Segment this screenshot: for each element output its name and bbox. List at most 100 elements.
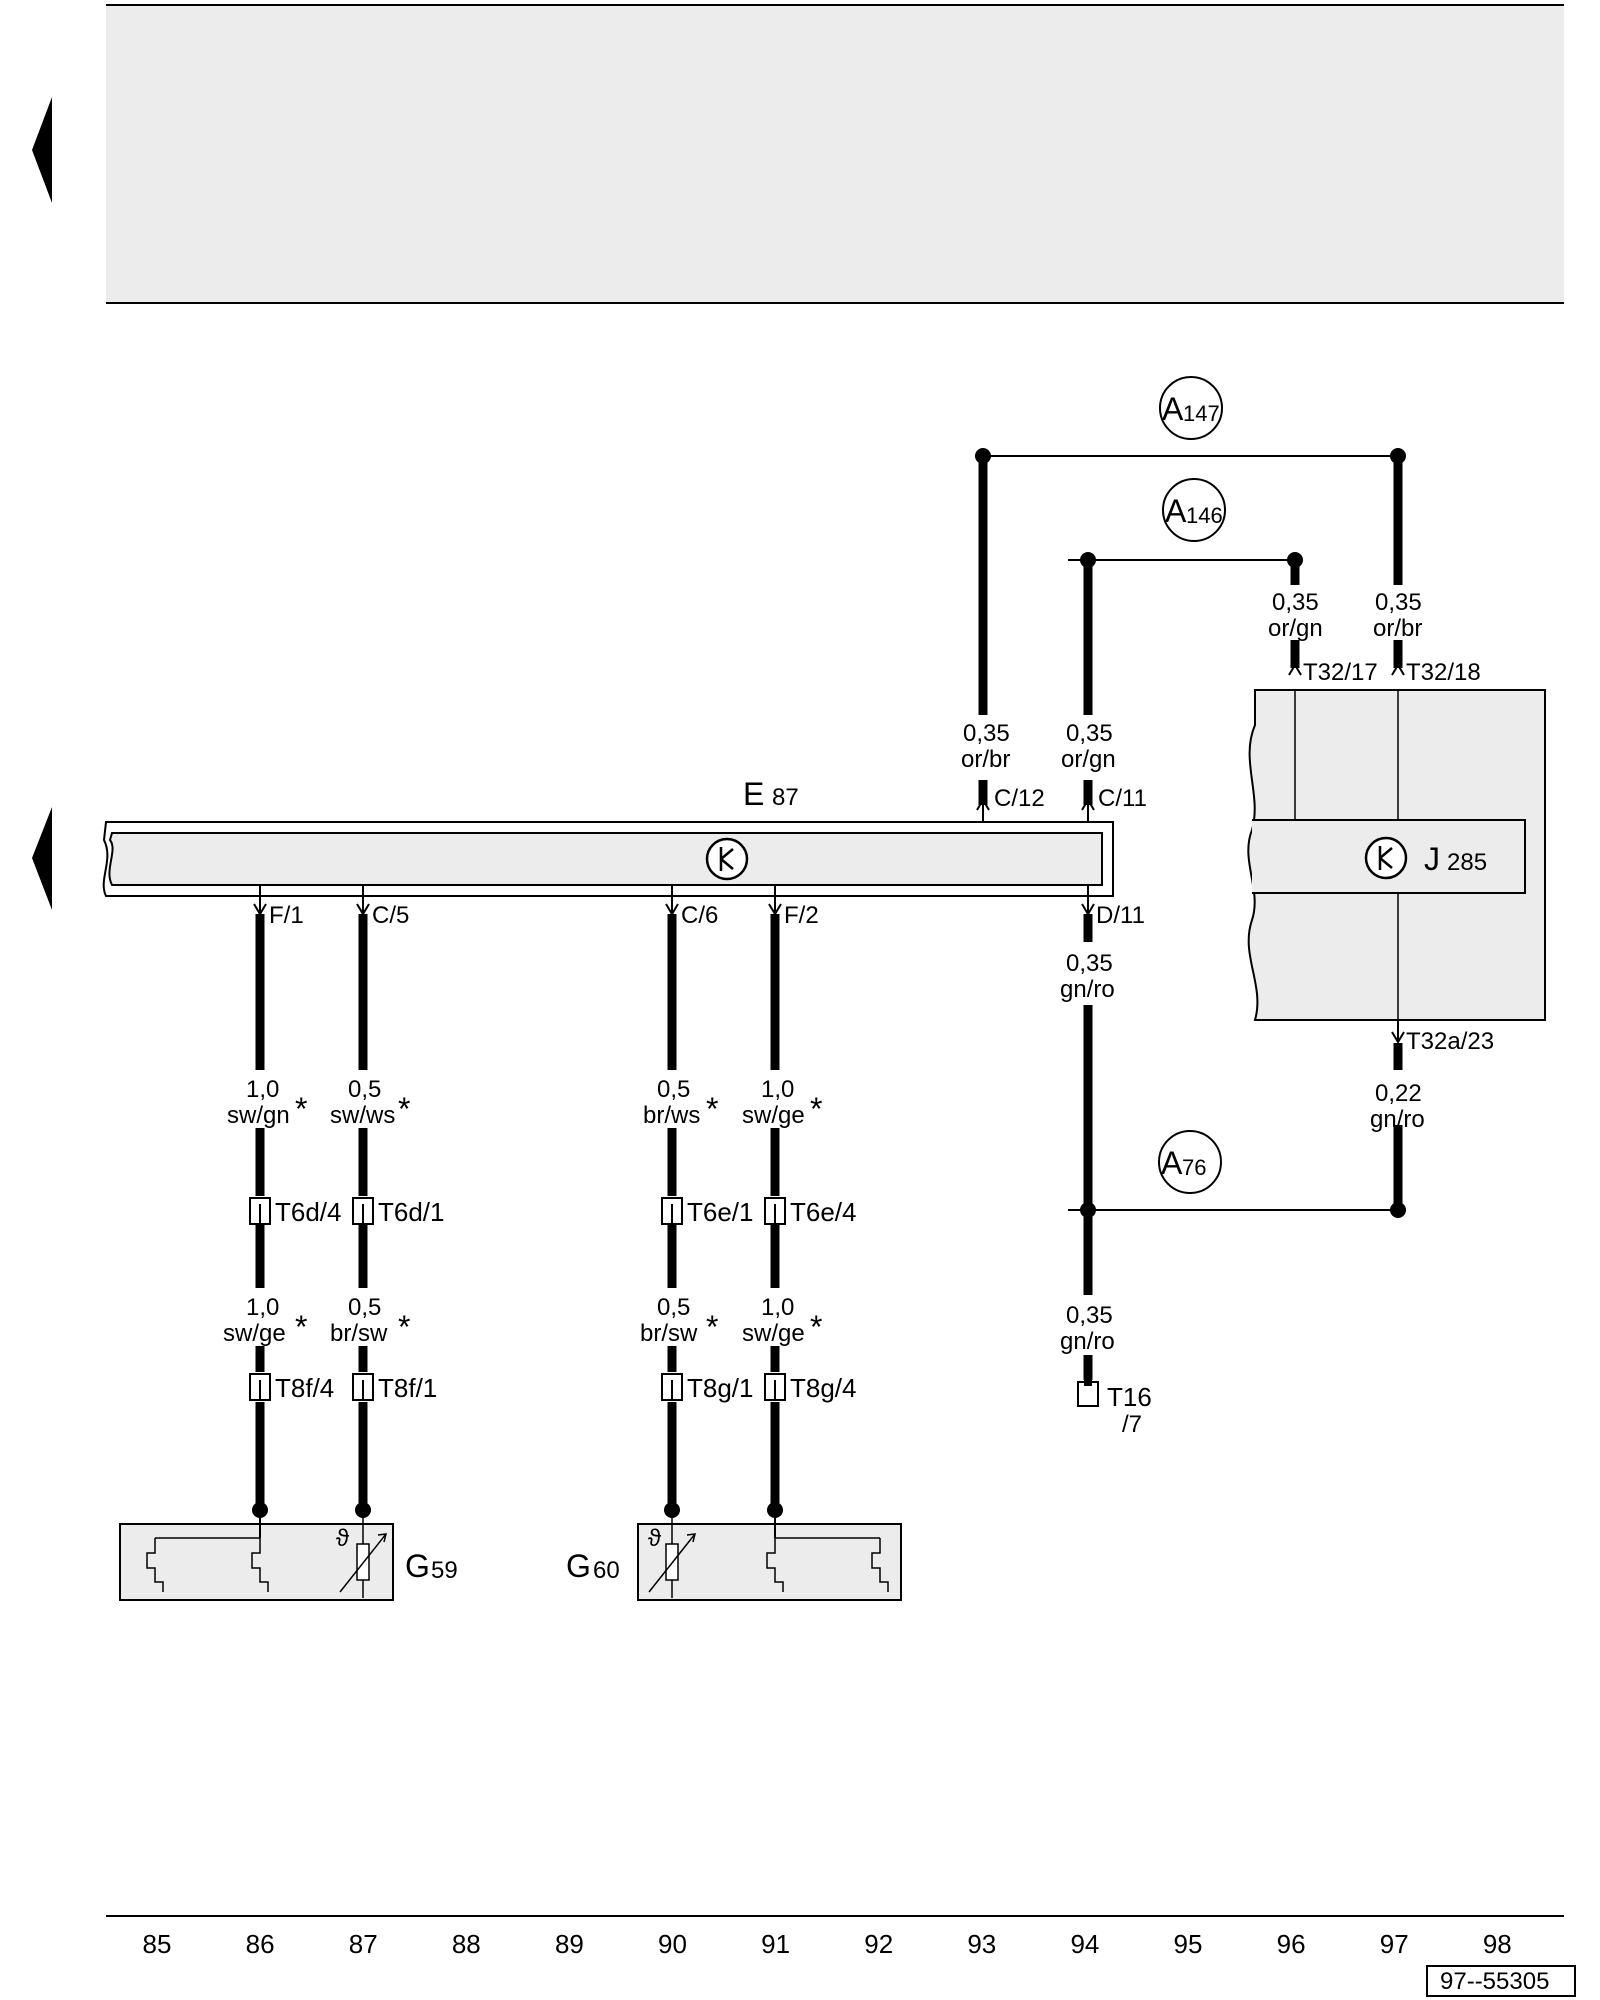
track-number: 87 — [349, 1929, 378, 1959]
track-number: 96 — [1277, 1929, 1306, 1959]
svg-text:T8g/1: T8g/1 — [687, 1373, 754, 1403]
svg-text:D/11: D/11 — [1096, 902, 1145, 929]
pin-t32a-23: T32a/23 — [1391, 1020, 1494, 1055]
svg-text:87: 87 — [772, 784, 799, 811]
connector-t6e4: T6e/4 — [764, 1197, 857, 1227]
svg-text:C/12: C/12 — [994, 785, 1045, 812]
svg-text:0,35: 0,35 — [1066, 950, 1113, 977]
svg-text:0,5: 0,5 — [657, 1076, 690, 1103]
svg-text:or/gn: or/gn — [1061, 746, 1116, 773]
component-e87: E 87 — [102, 776, 1114, 897]
svg-text:G: G — [566, 1548, 591, 1584]
svg-text:60: 60 — [593, 1557, 620, 1584]
svg-text:or/br: or/br — [961, 746, 1010, 773]
pin-d11: D/11 — [1081, 885, 1145, 929]
pin-t32-17: T32/17 — [1288, 659, 1378, 686]
wire-label: 0,22 gn/ro — [1370, 1080, 1425, 1133]
svg-text:T8g/4: T8g/4 — [790, 1373, 857, 1403]
svg-text:0,5: 0,5 — [348, 1294, 381, 1321]
wire-label: 0,5 br/sw * — [640, 1294, 718, 1347]
wire-label: 0,35 or/br — [961, 720, 1010, 773]
svg-text:F/1: F/1 — [269, 902, 304, 929]
pin-c12: C/12 — [976, 785, 1045, 832]
svg-text:br/sw: br/sw — [330, 1320, 388, 1347]
wire-label: 0,35 gn/ro — [1060, 950, 1115, 1003]
track-number: 95 — [1174, 1929, 1203, 1959]
svg-text:*: * — [706, 1091, 718, 1127]
svg-text:146: 146 — [1186, 503, 1223, 528]
svg-text:0,35: 0,35 — [1066, 1302, 1113, 1329]
ground-point-a76: A 76 — [1158, 1130, 1222, 1194]
svg-text:59: 59 — [431, 1557, 458, 1584]
connector-t8g4: T8g/4 — [764, 1373, 857, 1403]
svg-text:gn/ro: gn/ro — [1060, 976, 1115, 1003]
wire-label: 0,5 sw/ws * — [330, 1076, 410, 1129]
svg-text:0,5: 0,5 — [657, 1294, 690, 1321]
connector-t6d4: T6d/4 — [249, 1197, 342, 1227]
svg-text:T6d/1: T6d/1 — [378, 1197, 445, 1227]
svg-text:1,0: 1,0 — [246, 1076, 279, 1103]
wire-label: 0,35 or/gn — [1268, 589, 1323, 642]
svg-text:sw/gn: sw/gn — [227, 1102, 290, 1129]
track-number: 86 — [246, 1929, 275, 1959]
pin-f2: F/2 — [768, 885, 819, 929]
page-arrow-icon[interactable] — [32, 807, 52, 910]
svg-text:sw/ge: sw/ge — [742, 1102, 805, 1129]
track-number: 93 — [967, 1929, 996, 1959]
wire-label: 0,35 gn/ro — [1060, 1302, 1115, 1355]
svg-text:97--55305: 97--55305 — [1440, 1968, 1549, 1995]
svg-text:A: A — [1161, 1145, 1183, 1181]
svg-text:285: 285 — [1447, 849, 1487, 876]
connector-t6d1: T6d/1 — [352, 1197, 445, 1227]
wire-label: 1,0 sw/ge * — [742, 1294, 822, 1347]
track-number: 88 — [452, 1929, 481, 1959]
svg-text:or/br: or/br — [1373, 615, 1422, 642]
connector-t6e1: T6e/1 — [661, 1197, 754, 1227]
header-box — [106, 5, 1564, 303]
page-arrow-icon[interactable] — [32, 97, 52, 203]
svg-text:T32/17: T32/17 — [1303, 659, 1378, 686]
svg-text:A: A — [1162, 391, 1184, 427]
wire-label: 0,35 or/gn — [1061, 720, 1116, 773]
connector-t8f1: T8f/1 — [352, 1373, 437, 1403]
wire-label: 0,5 br/sw * — [330, 1294, 410, 1347]
svg-text:147: 147 — [1183, 401, 1220, 426]
svg-text:0,5: 0,5 — [348, 1076, 381, 1103]
svg-text:F/2: F/2 — [784, 902, 819, 929]
svg-text:sw/ge: sw/ge — [742, 1320, 805, 1347]
svg-text:C/6: C/6 — [681, 902, 718, 929]
component-j285: J 285 — [1247, 689, 1546, 1021]
track-number: 97 — [1380, 1929, 1409, 1959]
pin-f1: F/1 — [253, 885, 304, 929]
svg-text:br/ws: br/ws — [643, 1102, 700, 1129]
track-number: 94 — [1070, 1929, 1099, 1959]
drawing-number-box: 97--55305 — [1426, 1965, 1576, 1997]
svg-text:0,35: 0,35 — [1272, 589, 1319, 616]
svg-text:gn/ro: gn/ro — [1060, 1328, 1115, 1355]
svg-text:T6d/4: T6d/4 — [275, 1197, 342, 1227]
wire-label: 1,0 sw/ge * — [742, 1076, 822, 1129]
connector-t16: T16 /7 — [1077, 1380, 1152, 1438]
svg-text:T32a/23: T32a/23 — [1406, 1028, 1494, 1055]
svg-text:0,35: 0,35 — [963, 720, 1010, 747]
pin-t32-18: T32/18 — [1391, 659, 1481, 686]
svg-text:*: * — [398, 1309, 410, 1345]
wire-label: 0,35 or/br — [1373, 589, 1422, 642]
svg-text:G: G — [405, 1548, 430, 1584]
svg-text:T16: T16 — [1107, 1382, 1152, 1412]
svg-text:*: * — [398, 1091, 410, 1127]
svg-text:A: A — [1165, 493, 1187, 529]
svg-text:E: E — [743, 776, 764, 812]
svg-text:sw/ws: sw/ws — [330, 1102, 395, 1129]
svg-text:0,22: 0,22 — [1375, 1080, 1422, 1107]
ground-point-a146: A 146 — [1162, 478, 1226, 542]
svg-text:76: 76 — [1182, 1155, 1206, 1180]
svg-text:T6e/4: T6e/4 — [790, 1197, 857, 1227]
svg-text:gn/ro: gn/ro — [1370, 1106, 1425, 1133]
svg-text:1,0: 1,0 — [246, 1294, 279, 1321]
track-number: 90 — [658, 1929, 687, 1959]
svg-text:*: * — [295, 1309, 307, 1345]
svg-text:sw/ge: sw/ge — [223, 1320, 286, 1347]
svg-text:*: * — [810, 1091, 822, 1127]
